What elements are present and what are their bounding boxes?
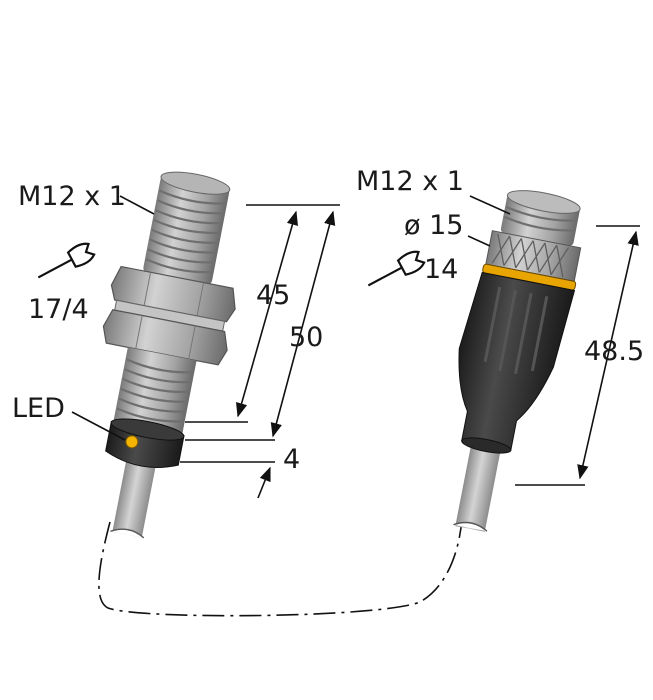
- left-sensor: [102, 171, 236, 539]
- dim-50-label: 50: [289, 322, 323, 353]
- dim-4-arrow: [257, 466, 271, 499]
- left-wrench-size-label: 17/4: [28, 294, 89, 325]
- dim-45-label: 45: [256, 280, 290, 311]
- left-threads-lower: [116, 358, 194, 423]
- right-wrench-size-label: 14: [424, 254, 458, 285]
- cable-connection-line: [98, 517, 463, 617]
- led-indicator: [125, 435, 139, 449]
- dim-48-5-label: 48.5: [584, 336, 644, 367]
- right-cable: [455, 437, 502, 532]
- dim-48-5-arrow: [577, 230, 639, 480]
- diameter-label: ø 15: [404, 210, 463, 241]
- dim-50-arrow: [270, 210, 336, 438]
- left-threads-upper: [145, 189, 227, 274]
- left-hex-nut-bottom: [102, 309, 228, 366]
- right-dimensions: [467, 195, 640, 486]
- led-label: LED: [12, 393, 65, 424]
- connector-body: [458, 271, 576, 451]
- left-thread-label: M12 x 1: [18, 181, 126, 212]
- left-dimensions: [71, 195, 340, 499]
- right-thread-label: M12 x 1: [356, 166, 464, 197]
- dim-4-label: 4: [283, 444, 300, 475]
- left-hex-nut-top: [110, 265, 236, 323]
- wrench-icon: [367, 250, 426, 287]
- right-connector: [453, 190, 582, 532]
- wrench-icon: [37, 242, 96, 279]
